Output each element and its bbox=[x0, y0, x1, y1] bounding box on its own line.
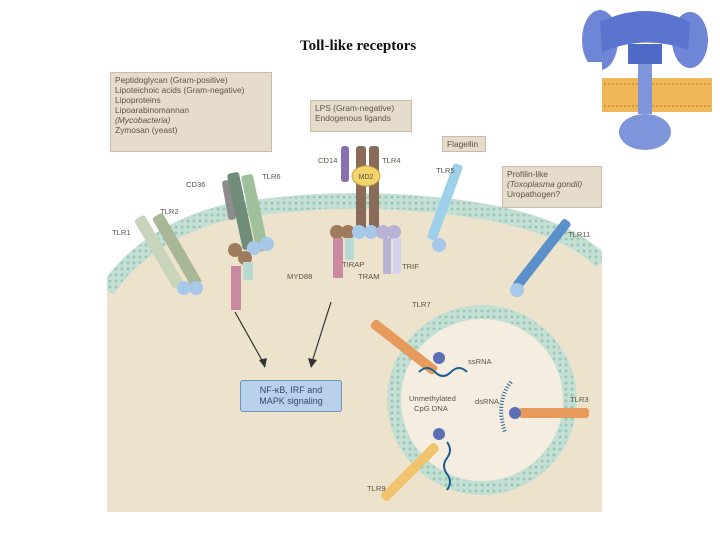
dsrna-strand bbox=[499, 380, 513, 433]
ssrna-strand bbox=[418, 367, 468, 377]
tlr2-tlr6-dimer bbox=[222, 172, 274, 310]
tlr2-ligand-box: Peptidoglycan (Gram-positive) Lipoteicho… bbox=[110, 72, 272, 152]
tlr11-label: TLR11 bbox=[568, 230, 591, 239]
tlr9-receptor bbox=[380, 428, 445, 502]
tlr2-label: TLR2 bbox=[160, 207, 179, 216]
signaling-box: NF-κB, IRF and MAPK signaling bbox=[240, 380, 342, 412]
tlr11-receptor bbox=[510, 219, 571, 297]
tlr-diagram-canvas: MD2 bbox=[100, 146, 608, 512]
arrow-tlr4-signal bbox=[311, 301, 332, 363]
tlr1-label: TLR1 bbox=[112, 228, 131, 237]
tlr4-ligand-box: LPS (Gram-negative) Endogenous ligands bbox=[310, 100, 412, 132]
tlr4-label: TLR4 bbox=[382, 156, 401, 165]
tlr9-label: TLR9 bbox=[367, 484, 386, 493]
cpg-label-1: Unmethylated bbox=[409, 394, 456, 403]
cd14-label: CD14 bbox=[318, 156, 338, 165]
trif-label: TRIF bbox=[402, 262, 419, 271]
cpg-label-2: CpG DNA bbox=[414, 404, 448, 413]
tlr5-receptor bbox=[427, 163, 463, 252]
tram-label: TRAM bbox=[358, 272, 380, 281]
tirap-label: TIRAP bbox=[342, 260, 365, 269]
tlr4-complex: MD2 bbox=[330, 146, 401, 278]
ssrna-label: ssRNA bbox=[468, 357, 492, 366]
cpg-dna-strand bbox=[443, 441, 451, 491]
tlr3-receptor bbox=[509, 407, 589, 419]
tlr5-ligand-box: Flagellin bbox=[442, 136, 486, 152]
tlr7-receptor bbox=[370, 319, 445, 375]
page-title: Toll-like receptors bbox=[300, 38, 417, 54]
dsrna-label: dsRNA bbox=[475, 397, 500, 406]
tlr3-label: TLR3 bbox=[570, 395, 589, 404]
arrow-tlr2-signal bbox=[234, 311, 264, 363]
tlr6-label: TLR6 bbox=[262, 172, 281, 181]
md2-label: MD2 bbox=[359, 174, 374, 181]
tlr1-tlr2-dimer bbox=[134, 213, 203, 295]
myd88-label: MYD88 bbox=[287, 272, 313, 281]
tlr5-label: TLR5 bbox=[436, 166, 455, 175]
tlr7-label: TLR7 bbox=[412, 300, 431, 309]
cd36-label: CD36 bbox=[186, 180, 206, 189]
tlr11-ligand-box: Profilin-like (Toxoplasma gondii) Uropat… bbox=[502, 166, 602, 208]
